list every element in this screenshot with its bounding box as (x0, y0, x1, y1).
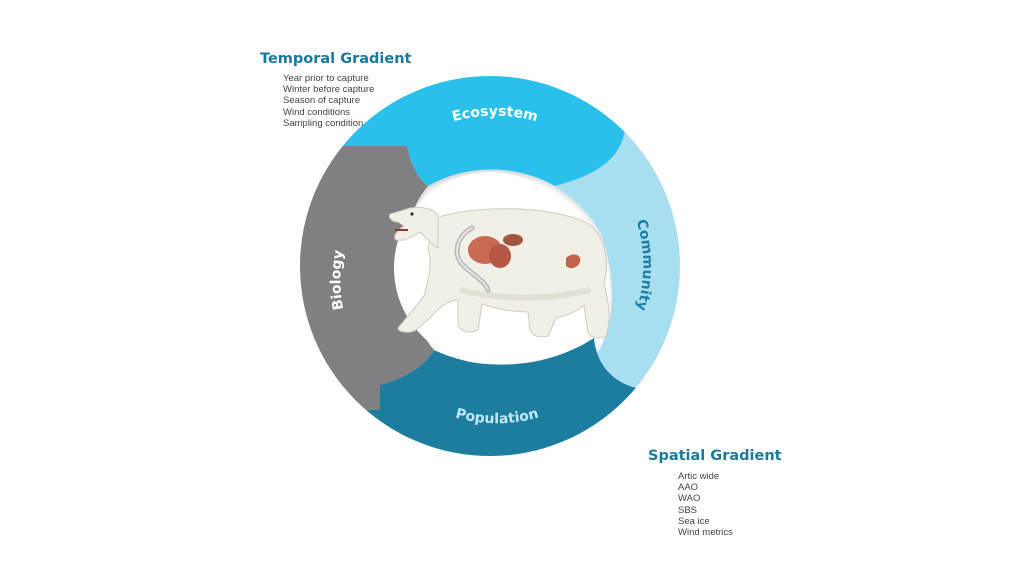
list-item: Artic wide (678, 471, 720, 482)
polar-bear-body (397, 208, 610, 339)
spatial-gradient-list: Artic wide AAO WAO SBS Sea ice Wind metr… (678, 471, 733, 538)
temporal-gradient-title: Temporal Gradient (260, 51, 412, 67)
list-item: Wind metrics (678, 527, 733, 539)
community-label: Community (633, 218, 656, 313)
list-item: AAO (678, 482, 699, 494)
list-item: SBS (678, 504, 698, 516)
list-item: WAO (678, 493, 701, 505)
temporal-gradient-list: Year prior to capture Winter before capt… (283, 73, 374, 129)
ecosystem-label: Ecosystem (450, 104, 539, 126)
polar-bear-kidney (566, 254, 581, 269)
biology-label: Biology (328, 249, 347, 311)
polar-bear-head (389, 206, 439, 249)
polar-bear-heart (489, 244, 511, 268)
list-item: Winter before capture (283, 84, 375, 96)
list-item: Sampling condition (283, 117, 364, 129)
list-item: Year prior to capture (283, 73, 369, 84)
list-item: Season of capture (283, 95, 361, 107)
list-item: Wind conditions (283, 106, 351, 118)
community-segment (555, 130, 680, 390)
polar-bear-liver (503, 234, 523, 246)
polar-bear-illustration (389, 206, 610, 339)
list-item: Sea ice (678, 515, 710, 527)
polar-bear-eye (410, 212, 414, 216)
spatial-gradient-title: Spatial Gradient (648, 448, 782, 464)
population-label: Population (454, 406, 540, 428)
